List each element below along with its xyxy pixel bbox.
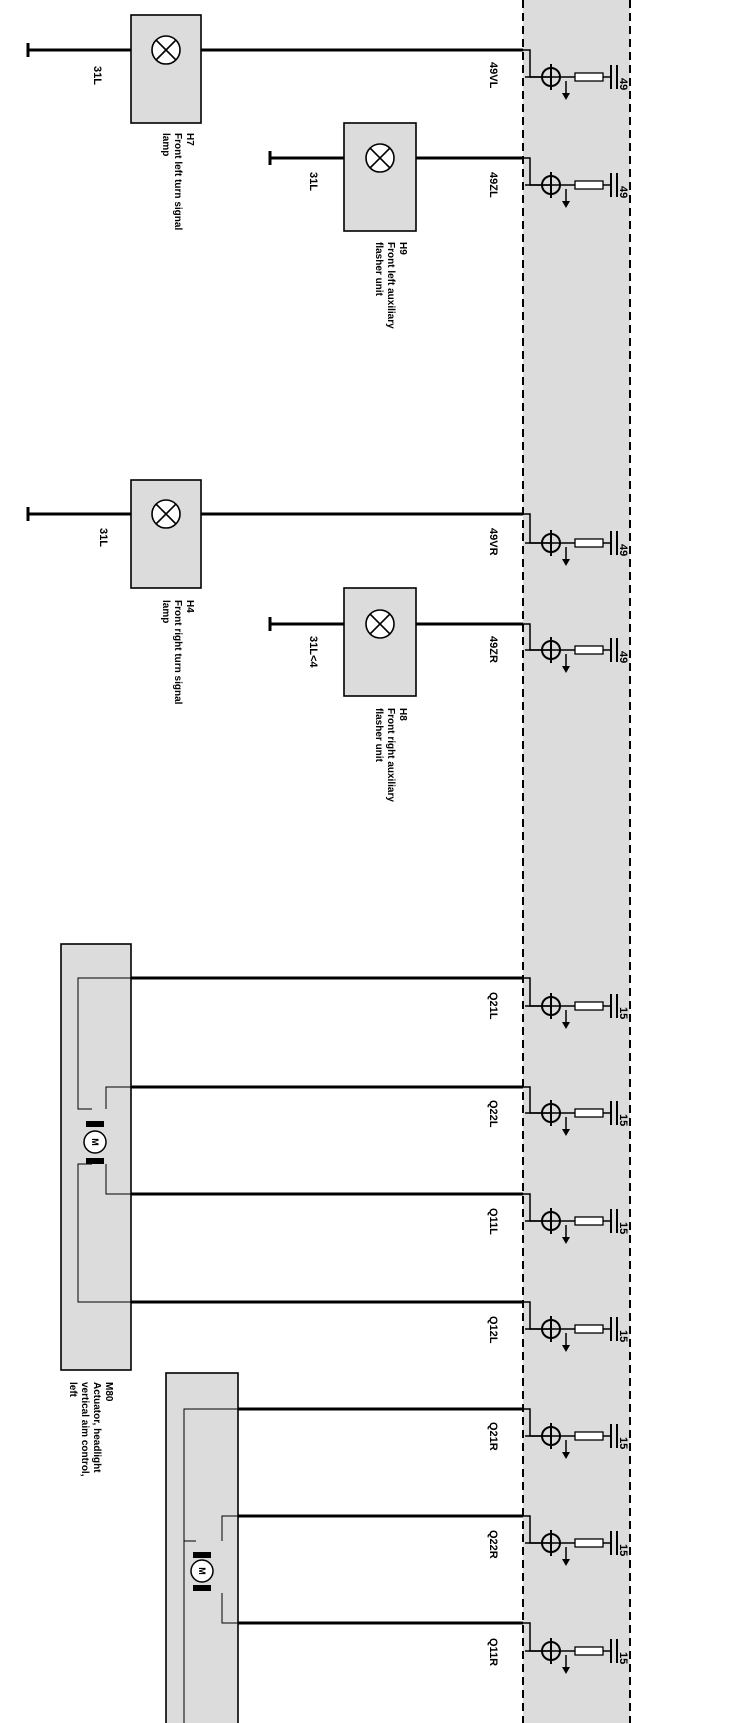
component-desc-line2: vertical aim control, (79, 1382, 90, 1477)
component-id: H8 (397, 708, 408, 721)
pin-q22l: 15 (524, 1099, 629, 1137)
pin-49zr: 49 (524, 636, 629, 674)
pin-label: 15 (617, 1330, 629, 1342)
wire-label: 49VL (487, 62, 499, 89)
ground-label: 31L (307, 172, 319, 191)
pin-label: 49 (617, 186, 629, 198)
motor-label: M (197, 1567, 207, 1575)
pin-q21r: 15 (524, 1422, 629, 1460)
ground-label: 31L (97, 528, 109, 547)
component-desc-line1: Front left turn signal (172, 133, 183, 230)
pin-label: 15 (617, 1544, 629, 1556)
component-h7: 31L H7 Front left turn signal lamp 49VL (26, 14, 551, 230)
pin-label: 49 (617, 78, 629, 90)
pin-label: 15 (617, 1114, 629, 1126)
control-unit-body (523, 0, 630, 1723)
wire-label: Q12L (487, 1316, 499, 1344)
pin-label: 15 (617, 1222, 629, 1234)
component-id: H9 (397, 242, 408, 255)
wire-label: Q22R (487, 1530, 499, 1559)
pin-label: 49 (617, 544, 629, 556)
component-desc-line2: lamp (160, 133, 171, 156)
bulb-icon (151, 499, 181, 529)
pin-label: 15 (617, 1437, 629, 1449)
component-m80: M M80 Actuator, headlight vertical aim c… (60, 943, 523, 1477)
bulb-icon (151, 35, 181, 65)
wire-label: Q21R (487, 1422, 499, 1451)
pin-label: 49 (617, 651, 629, 663)
wire-label: Q11R (487, 1638, 499, 1666)
wire-label: 49ZR (487, 636, 499, 663)
component-desc-line2: flasher unit (373, 708, 384, 763)
pin-49zl: 49 (524, 171, 629, 209)
pin-q21l: 15 (524, 992, 629, 1030)
pin-49vr: 49 (524, 529, 629, 567)
wire-label: Q22L (487, 1100, 499, 1128)
component-h4: 31L H4 Front right turn signal lamp 49VR (26, 479, 551, 705)
wire-label: Q11L (487, 1208, 499, 1235)
component-desc-line2: lamp (160, 600, 171, 623)
wire-label: 49VR (487, 528, 499, 556)
ground-label: 31L<4 (307, 636, 319, 668)
wire-label: Q21L (487, 992, 499, 1020)
motor-icon (83, 1130, 107, 1154)
component-desc-line3: left (67, 1382, 78, 1398)
motor-label: M (90, 1138, 100, 1146)
pin-q11l: 15 (524, 1207, 629, 1245)
pin-q11r: 15 (524, 1637, 629, 1675)
pin-label: 15 (617, 1652, 629, 1664)
pin-q12l: 15 (524, 1315, 629, 1353)
component-desc-line2: flasher unit (373, 242, 384, 297)
component-h9: 31L H9 Front left auxiliary flasher unit… (268, 122, 551, 329)
component-id: H7 (184, 133, 195, 146)
component-desc-line1: Front right turn signal (172, 600, 183, 705)
component-h8: 31L<4 H8 Front right auxiliary flasher u… (268, 587, 551, 802)
ground-label: 31L (91, 66, 103, 85)
pin-label: 15 (617, 1007, 629, 1019)
component-id: M80 (103, 1382, 114, 1402)
component-id: H4 (184, 600, 195, 613)
bulb-icon (365, 609, 395, 639)
component-desc-line1: Actuator, headlight (91, 1382, 102, 1473)
bulb-icon (365, 143, 395, 173)
component-m81: M Q21R Q22R Q11R (165, 1372, 523, 1723)
pin-49vl: 49 (524, 63, 629, 101)
component-desc-line1: Front right auxiliary (385, 708, 396, 802)
control-unit-pins: 49 49 49 49 15 15 15 (523, 63, 629, 1675)
wire-label: 49ZL (487, 172, 499, 198)
pin-q22r: 15 (524, 1529, 629, 1567)
motor-icon (190, 1559, 214, 1583)
component-desc-line1: Front left auxiliary (385, 242, 396, 329)
